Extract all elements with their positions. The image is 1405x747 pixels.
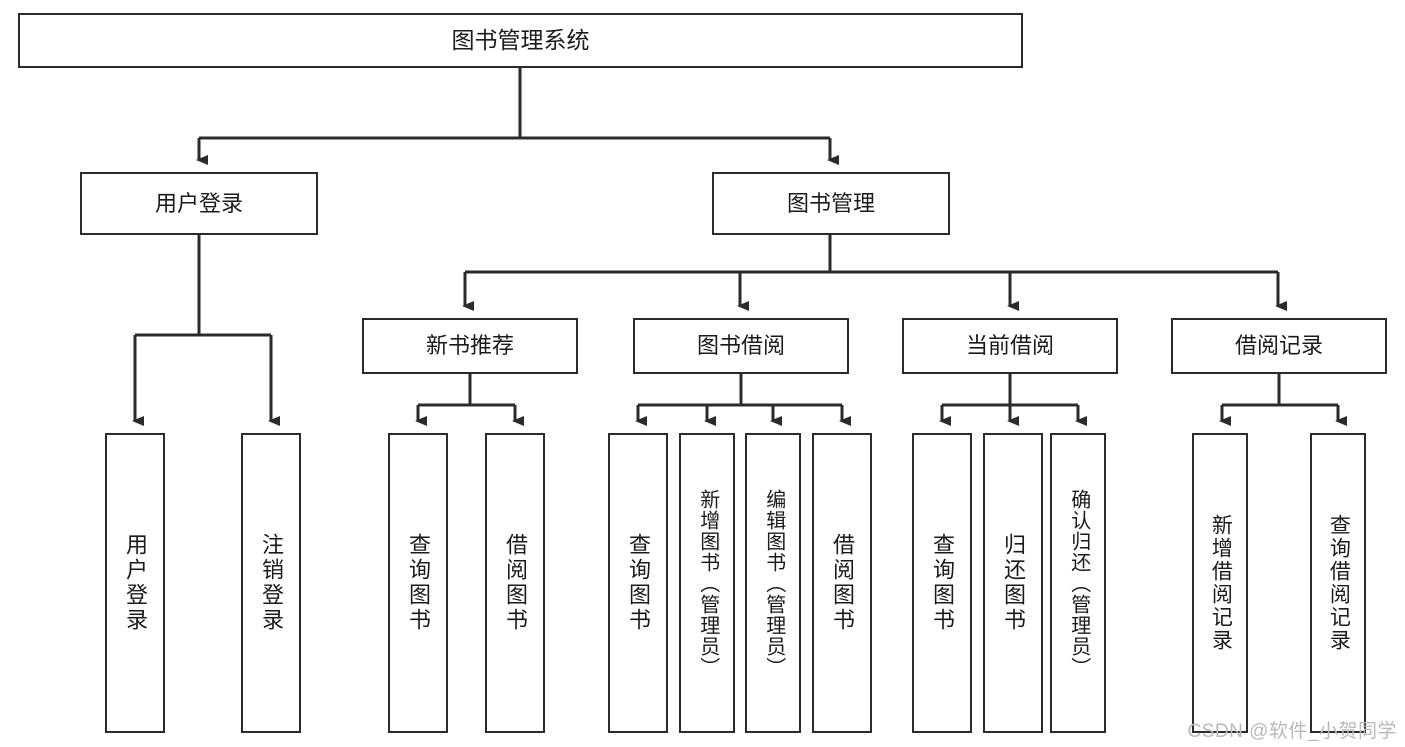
- node-label: 查询图书: [405, 533, 431, 633]
- leaf-borrow-record-add-record[interactable]: 新增借阅记录: [1192, 433, 1248, 733]
- leaf-book-borrow-edit-book-admin[interactable]: 编辑图书（管理员）: [745, 433, 801, 733]
- node-label: 查询图书: [929, 533, 955, 633]
- node-label: 新书推荐: [425, 333, 514, 359]
- node-label: 归还图书: [1000, 533, 1026, 633]
- node-label: 注销登录: [258, 533, 284, 633]
- leaf-user-login-do-login[interactable]: 用户登录: [105, 433, 165, 733]
- node-label: 图书借阅: [696, 333, 785, 359]
- node-label: 编辑图书（管理员）: [762, 488, 785, 678]
- leaf-borrow-record-query-record[interactable]: 查询借阅记录: [1310, 433, 1366, 733]
- leaf-book-borrow-add-book-admin[interactable]: 新增图书（管理员）: [679, 433, 735, 733]
- node-label: 图书管理: [786, 190, 875, 216]
- leaf-current-borrow-query-book[interactable]: 查询图书: [912, 433, 972, 733]
- node-label: 借阅图书: [829, 533, 855, 633]
- leaf-current-borrow-return-book[interactable]: 归还图书: [983, 433, 1043, 733]
- node-label: 查询借阅记录: [1327, 514, 1351, 652]
- leaf-book-borrow-query-book[interactable]: 查询图书: [608, 433, 668, 733]
- node-user-login[interactable]: 用户登录: [80, 172, 318, 235]
- node-label: 借阅图书: [502, 533, 528, 633]
- node-book-borrow[interactable]: 图书借阅: [633, 318, 849, 374]
- node-borrow-record[interactable]: 借阅记录: [1171, 318, 1387, 374]
- leaf-new-book-borrow-book[interactable]: 借阅图书: [485, 433, 545, 733]
- node-label: 确认归还（管理员）: [1067, 488, 1090, 678]
- leaf-book-borrow-borrow-book[interactable]: 借阅图书: [812, 433, 872, 733]
- node-root-book-management-system[interactable]: 图书管理系统: [18, 13, 1023, 68]
- node-book-management[interactable]: 图书管理: [712, 172, 950, 235]
- node-new-book-recommend[interactable]: 新书推荐: [362, 318, 578, 374]
- node-label: 新增借阅记录: [1209, 514, 1233, 652]
- node-label: 用户登录: [122, 533, 148, 633]
- node-label: 新增图书（管理员）: [696, 488, 719, 678]
- node-label: 查询图书: [625, 533, 651, 633]
- node-label: 当前借阅: [965, 333, 1054, 359]
- node-current-borrow[interactable]: 当前借阅: [902, 318, 1118, 374]
- node-label: 图书管理系统: [451, 26, 590, 53]
- csdn-watermark: CSDN @软件_小贺同学: [1187, 721, 1397, 742]
- leaf-user-login-logout[interactable]: 注销登录: [241, 433, 301, 733]
- node-label: 借阅记录: [1234, 333, 1323, 359]
- leaf-current-borrow-confirm-return-admin[interactable]: 确认归还（管理员）: [1050, 433, 1106, 733]
- leaf-new-book-query-book[interactable]: 查询图书: [388, 433, 448, 733]
- node-label: 用户登录: [154, 190, 243, 216]
